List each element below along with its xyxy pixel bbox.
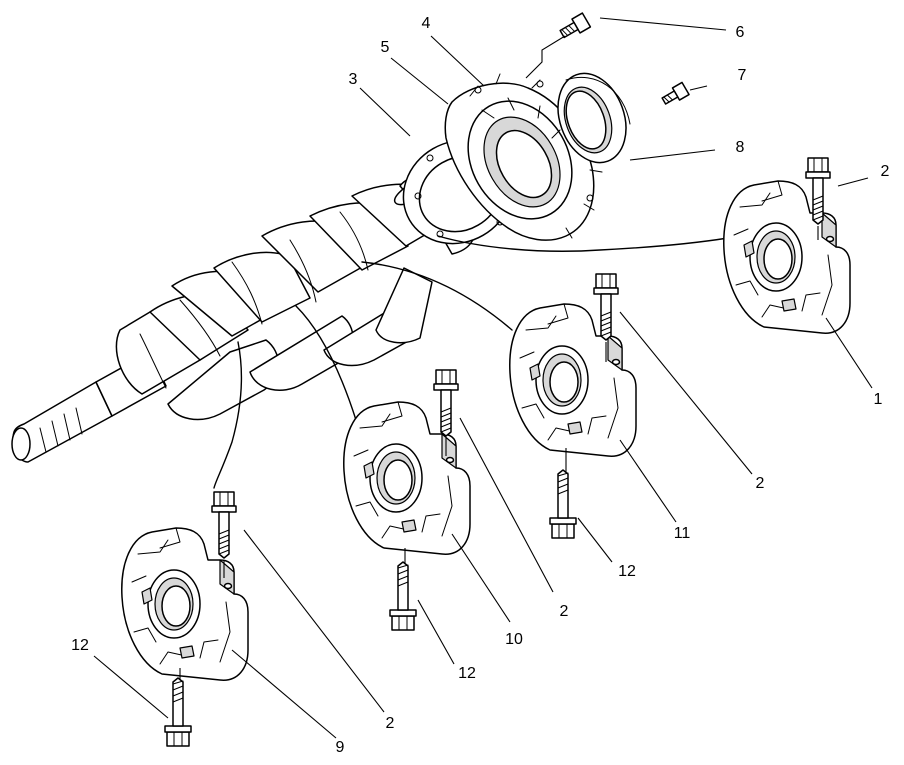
callout-11: 11 [674, 525, 691, 542]
cap-bolt-12 [549, 469, 577, 539]
callout-2: 2 [756, 475, 765, 492]
callout-3: 3 [349, 71, 358, 88]
callout-2: 2 [560, 603, 569, 620]
callout-9: 9 [336, 739, 345, 756]
callout-12: 12 [458, 665, 476, 682]
callout-7: 7 [738, 67, 747, 84]
callout-8: 8 [736, 139, 745, 156]
callout-12: 12 [71, 637, 89, 654]
callout-1: 1 [874, 391, 883, 408]
bearing-cap-11 [509, 303, 637, 457]
cap-bolt-2 [593, 273, 619, 341]
cap-bolt-2 [433, 369, 459, 437]
bearing-cap-1 [723, 180, 851, 334]
callout-12: 12 [618, 563, 636, 580]
callout-10: 10 [505, 631, 523, 648]
callout-4: 4 [422, 15, 431, 32]
callout-2: 2 [386, 715, 395, 732]
crankshaft [11, 172, 476, 463]
callout-6: 6 [736, 24, 745, 41]
seal-bolt [661, 81, 690, 105]
housing-bolt [559, 12, 592, 39]
cap-bolt-12 [164, 677, 192, 747]
cap-bolt-2 [211, 491, 237, 559]
callout-2: 2 [881, 163, 890, 180]
cap-bolt-12 [389, 561, 417, 631]
callout-5: 5 [381, 39, 390, 56]
seal-housing [444, 73, 603, 241]
oil-seal [557, 72, 631, 164]
